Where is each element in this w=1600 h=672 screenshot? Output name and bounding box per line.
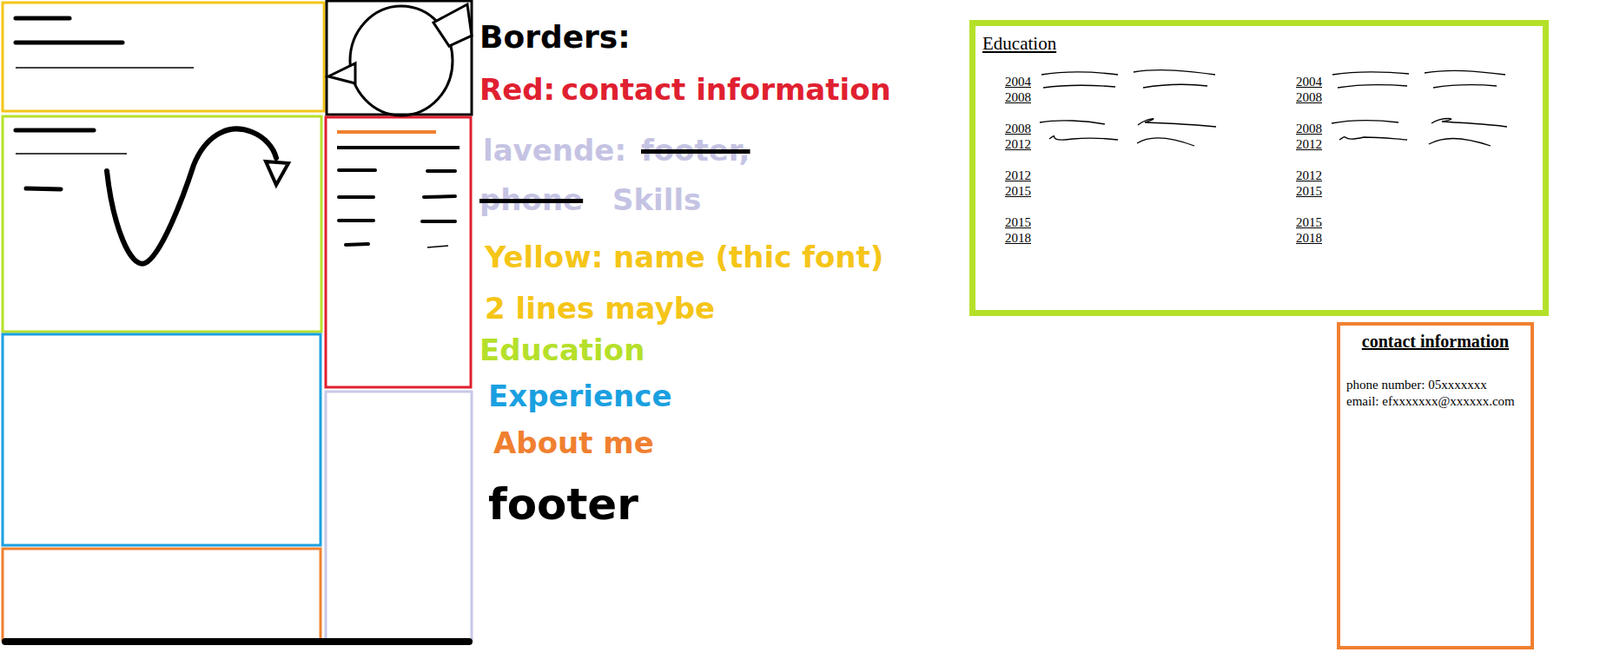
text-scribble xyxy=(15,128,94,133)
pointer-shape xyxy=(433,4,472,47)
section-heading: Education xyxy=(982,33,1057,55)
struck-note: phone xyxy=(479,182,583,219)
contact-box: contact information phone number: 05xxxxx… xyxy=(1336,322,1534,650)
year-range: 2015 2018 xyxy=(996,214,1032,246)
text-scribble xyxy=(15,152,127,155)
year-range: 2008 2012 xyxy=(996,120,1032,153)
text-scribble xyxy=(15,16,70,21)
struck-note: footer, xyxy=(641,132,751,169)
arrow-head xyxy=(265,161,289,186)
color-key: lavende: xyxy=(482,132,627,169)
color-meaning: footer xyxy=(488,478,639,531)
about-border xyxy=(2,548,321,642)
text-scribble xyxy=(337,145,460,150)
pointer-shape xyxy=(328,63,356,84)
color-meaning: Yellow: name (thic font) xyxy=(484,239,884,276)
text-scribble xyxy=(15,40,123,46)
year-range: 2012 2015 xyxy=(1287,167,1323,199)
legend-heading: Borders: xyxy=(479,18,631,56)
color-meaning: Skills xyxy=(612,182,701,219)
squiggles xyxy=(1039,70,1508,146)
education-border xyxy=(2,116,322,332)
text-scribble xyxy=(15,66,194,69)
skills-border xyxy=(325,391,472,642)
experience-border xyxy=(2,334,321,546)
education-box: Education 2004 2008 2008 2012 2012 2015 2015… xyxy=(969,19,1549,317)
contact-line: email: efxxxxxxx@xxxxxx.com xyxy=(1346,393,1515,410)
footer-bar xyxy=(1,638,473,646)
contact-border xyxy=(325,117,471,388)
color-meaning: Education xyxy=(479,332,645,369)
year-range: 2004 2008 xyxy=(996,73,1032,106)
color-meaning: About me xyxy=(493,425,655,462)
text-scribble xyxy=(26,188,61,190)
year-range: 2015 2018 xyxy=(1287,214,1323,246)
year-range: 2004 2008 xyxy=(1287,73,1323,106)
section-heading: contact information xyxy=(1340,330,1531,352)
color-meaning: contact information xyxy=(561,72,892,108)
photo-border xyxy=(326,0,472,115)
text-scribble xyxy=(337,130,437,134)
name-border xyxy=(2,2,324,112)
text-scribble xyxy=(427,245,449,248)
color-meaning: Experience xyxy=(488,378,672,415)
curve-arrow xyxy=(106,128,277,264)
color-key: Red: xyxy=(479,72,556,108)
year-range: 2008 2012 xyxy=(1287,120,1323,153)
note: 2 lines maybe xyxy=(484,290,715,327)
year-range: 2012 2015 xyxy=(996,167,1032,199)
contact-line: phone number: 05xxxxxxx xyxy=(1346,376,1488,393)
text-scribbles xyxy=(338,170,456,245)
